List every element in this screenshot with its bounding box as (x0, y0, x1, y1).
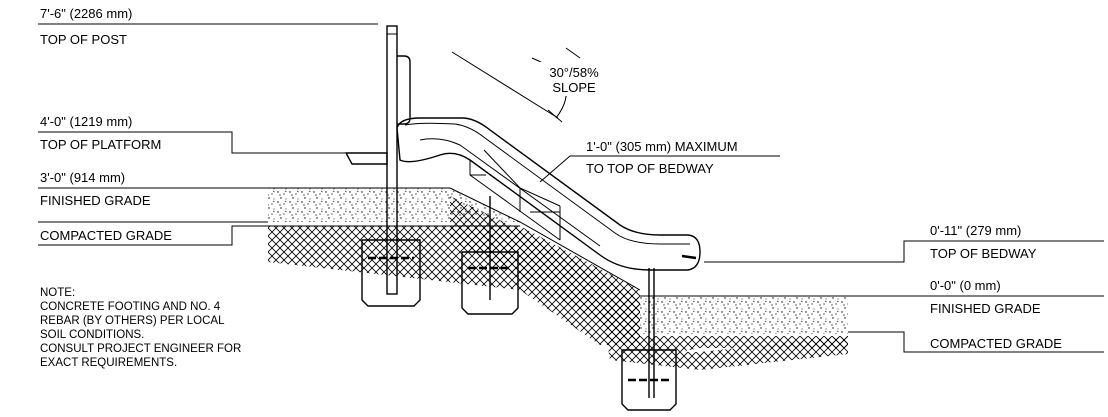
compacted-grade-lower-leader (848, 331, 1104, 353)
label-compacted-grade-lower: COMPACTED GRADE (848, 331, 1104, 353)
installation-note: NOTE: CONCRETE FOOTING AND NO. 4 REBAR (… (40, 287, 241, 369)
slope-arc-tick-bottom (547, 109, 563, 123)
bedway-max-line2: TO TOP OF BEDWAY (586, 161, 714, 176)
lower-finished-grade-fill (640, 296, 848, 334)
footing-end (621, 349, 677, 411)
lower-ground (600, 295, 848, 370)
footing-end-concrete (621, 349, 677, 411)
finished-grade-upper-name: FINISHED GRADE (40, 193, 151, 208)
note-line-0: NOTE: (40, 287, 75, 299)
note-line-5: EXACT REQUIREMENTS. (40, 357, 177, 369)
lower-compacted-hatch (600, 300, 848, 370)
bedway-inner-lip (404, 122, 690, 245)
bedway-outline (396, 117, 701, 271)
top-of-platform-dimension: 4'-0" (1219 mm) (40, 114, 132, 129)
label-compacted-grade-upper: COMPACTED GRADE (38, 221, 268, 246)
footing-middle-concrete (461, 251, 519, 315)
finished-grade-upper-dimension: 3'-0" (914 mm) (40, 170, 125, 185)
top-of-platform-name: TOP OF PLATFORM (40, 137, 161, 152)
upper-ground (268, 187, 641, 345)
compacted-grade-upper-leader (38, 225, 268, 246)
label-top-of-bedway: 0'-11" (279 mm) TOP OF BEDWAY (704, 223, 1104, 263)
label-finished-grade-upper: 3'-0" (914 mm) FINISHED GRADE (38, 170, 268, 208)
footing-post-concrete (361, 239, 421, 307)
note-line-3: SOIL CONDITIONS. (40, 329, 144, 341)
compacted-grade-upper-name: COMPACTED GRADE (40, 228, 172, 243)
slope-hatch (450, 196, 640, 345)
support-brace (483, 149, 561, 207)
bedway-inner-line (419, 138, 601, 247)
slope-arc-tick-top (565, 47, 581, 59)
top-of-platform-leader (38, 131, 345, 154)
top-of-bedway-leader (704, 240, 1104, 263)
bedway-max-leader (539, 155, 780, 183)
label-top-of-post: 7'-6" (2286 mm) TOP OF POST (38, 6, 378, 47)
slope-word: SLOPE (552, 80, 596, 95)
platform (344, 152, 388, 165)
slope-guide-line (451, 51, 559, 119)
label-finished-grade-lower: 0'-0" (0 mm) FINISHED GRADE (848, 278, 1104, 316)
slide-post-assembly (344, 25, 411, 295)
slide-bedway (396, 117, 701, 398)
label-bedway-maximum: 1'-0" (305 mm) MAXIMUM TO TOP OF BEDWAY (539, 139, 780, 183)
slope-angle: 30°/58% (549, 65, 599, 80)
top-of-bedway-dimension: 0'-11" (279 mm) (930, 223, 1021, 238)
ground-slope-line (449, 187, 641, 291)
label-top-of-platform: 4'-0" (1219 mm) TOP OF PLATFORM (38, 114, 345, 154)
note-line-2: REBAR (BY OTHERS) PER LOCAL (40, 315, 225, 327)
note-line-4: CONSULT PROJECT ENGINEER FOR (40, 343, 241, 355)
footing-post (361, 239, 421, 307)
top-of-bedway-name: TOP OF BEDWAY (930, 246, 1037, 261)
compacted-grade-lower-name: COMPACTED GRADE (930, 336, 1062, 351)
top-of-post-dimension: 7'-6" (2286 mm) (40, 6, 132, 21)
top-of-post-name: TOP OF POST (40, 32, 127, 47)
note-line-1: CONCRETE FOOTING AND NO. 4 (40, 301, 221, 313)
bedway-exit-mark (681, 254, 697, 260)
slope-text-bg (536, 62, 612, 96)
handrail (397, 55, 411, 125)
finished-grade-lower-name: FINISHED GRADE (930, 301, 1041, 316)
bedway-max-line1: 1'-0" (305 mm) MAXIMUM (586, 139, 738, 154)
slope-annotation: 30°/58% SLOPE (451, 47, 612, 123)
finished-grade-lower-dimension: 0'-0" (0 mm) (930, 278, 1001, 293)
